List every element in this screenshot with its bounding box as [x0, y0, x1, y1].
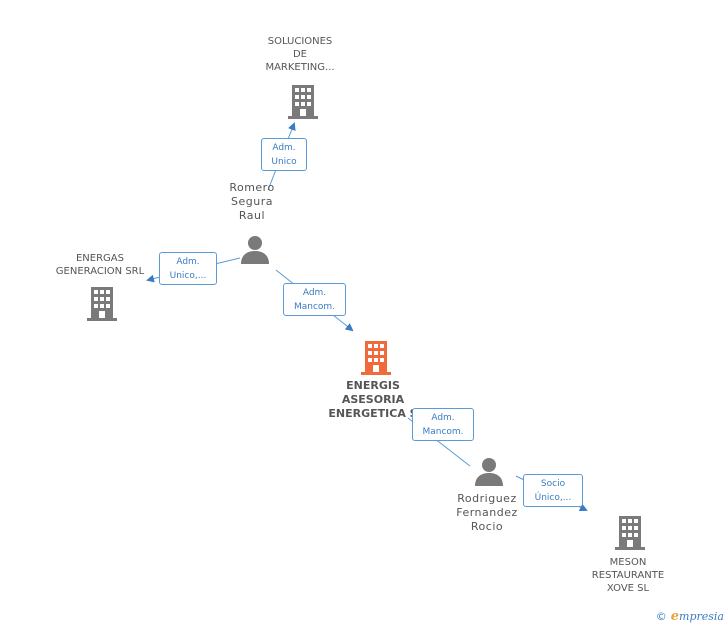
relation-line: Unico,...	[169, 271, 207, 281]
brand-logo-text: mpresia	[679, 610, 724, 623]
node-line: SOLUCIONES	[267, 36, 333, 47]
building-icon[interactable]	[288, 85, 318, 119]
node-line: GENERACION SRL	[55, 266, 145, 277]
person-icon[interactable]	[474, 457, 504, 486]
relation-box-socio-unico[interactable]: Socio Único,...	[523, 474, 583, 507]
relation-box-adm-mancom[interactable]: Adm. Mancom.	[283, 283, 346, 316]
node-line: XOVE SL	[606, 583, 650, 594]
relation-line: Mancom.	[293, 302, 336, 312]
relation-box-adm-unico[interactable]: Adm. Unico	[261, 138, 307, 171]
node-label-rodriguez: Rodriguez Fernandez Rocio	[442, 492, 532, 534]
main-company-building-icon[interactable]	[361, 341, 391, 375]
relation-line: Adm.	[272, 143, 296, 153]
brand-logo-letter: e	[670, 609, 680, 624]
node-label-energas: ENERGAS GENERACION SRL	[40, 252, 160, 278]
node-line: Rocio	[470, 520, 504, 533]
relation-line: Socio	[540, 479, 566, 489]
building-icon[interactable]	[615, 516, 645, 550]
relation-line: Mancom.	[422, 427, 464, 437]
relation-line: Adm.	[302, 288, 327, 298]
building-icon[interactable]	[87, 287, 117, 321]
relation-line: Adm.	[176, 257, 200, 267]
relation-line: Único,...	[534, 493, 572, 503]
node-label-meson: MESON RESTAURANTE XOVE SL	[578, 556, 678, 595]
relation-box-adm-unico-2[interactable]: Adm. Unico,...	[159, 252, 217, 285]
node-label-romero: Romero Segura Raul	[212, 181, 292, 223]
node-line: ENERGAS	[75, 253, 124, 264]
relation-line: Adm.	[431, 413, 455, 423]
node-line: MARKETING...	[265, 62, 335, 73]
node-line: ASESORIA	[341, 393, 405, 406]
node-line: Fernandez	[456, 506, 518, 519]
person-icon[interactable]	[240, 235, 270, 264]
copyright-icon: ©	[655, 610, 667, 623]
relation-line: Unico	[271, 157, 297, 167]
node-line: DE	[292, 49, 308, 60]
node-line: Raul	[238, 209, 266, 222]
node-label-soluciones: SOLUCIONES DE MARKETING...	[250, 35, 350, 74]
node-line: Segura	[231, 195, 273, 208]
relation-box-adm-mancom-2[interactable]: Adm. Mancom.	[412, 408, 474, 441]
brand-footer[interactable]: ©empresia	[656, 609, 724, 624]
node-line: Romero	[229, 181, 275, 194]
node-line: ENERGETICA S	[328, 407, 418, 420]
node-line: RESTAURANTE	[591, 570, 665, 581]
node-line: ENERGIS	[346, 379, 400, 392]
node-label-energis: ENERGIS ASESORIA ENERGETICA S	[318, 379, 428, 421]
node-line: MESON	[609, 557, 647, 568]
node-line: Rodriguez	[457, 492, 517, 505]
